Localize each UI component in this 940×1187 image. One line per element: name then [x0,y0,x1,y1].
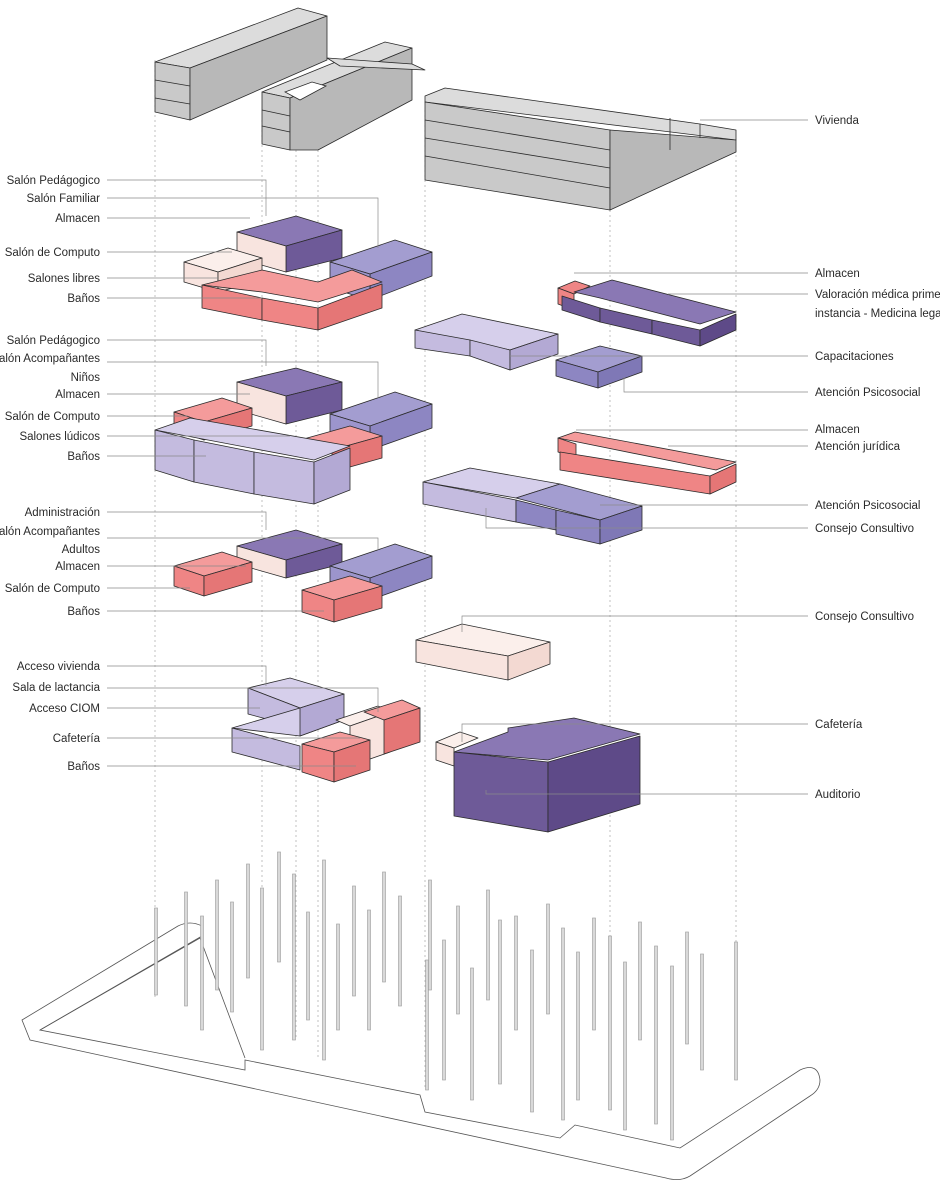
label-l2-banos: Baños [67,451,100,463]
level-1-left-blocks [183,215,433,331]
column-post [442,939,446,1081]
level-4-right-blocks [435,717,641,833]
label-r1-valoracion-line1: Valoración médica primera [815,289,940,301]
label-l4-sala-lactancia: Sala de lactancia [12,682,100,694]
column-post [322,859,326,1061]
column-post [623,961,627,1131]
label-l3-banos: Baños [67,606,100,618]
label-l1-banos: Baños [67,293,100,305]
column-post [530,949,534,1113]
label-vivienda: Vivienda [815,115,860,127]
column-post [277,851,281,963]
label-l2-salon-computo: Salón de Computo [5,411,100,423]
label-r2-almacen: Almacen [815,424,860,436]
column-post [352,885,356,997]
label-r4-auditorio: Auditorio [815,789,860,801]
column-post [246,863,250,979]
label-l2-salones-ludicos: Salones lúdicos [19,431,100,443]
column-post [486,889,490,1001]
column-post [514,915,518,1031]
label-l1-salon-pedagogico: Salón Pedágogico [7,175,100,187]
column-post [700,953,704,1071]
column-post [230,901,234,1013]
label-l4-banos: Baños [67,761,100,773]
label-l1-salones-libres: Salones libres [28,273,100,285]
level-3-left-blocks [173,529,433,623]
label-r2-atencion-juridica: Atención jurídica [815,441,901,453]
column-post [260,887,264,1051]
column-post [382,871,386,983]
label-l3-adultos: Adultos [62,544,101,556]
column-post [638,921,642,1041]
column-post [154,907,158,996]
column-post [398,895,402,1007]
label-l3-salon-acompanantes: Salón Acompañantes [0,526,100,538]
column-post [561,927,565,1121]
level-2-right-blocks [422,431,737,545]
column-post [184,891,188,1007]
column-post [425,959,429,1091]
column-post [292,873,296,1041]
label-r4-cafeteria: Cafetería [815,719,863,731]
label-l2-ninos: Niños [71,372,101,384]
label-l4-cafeteria: Cafetería [53,733,101,745]
label-l3-salon-computo: Salón de Computo [5,583,100,595]
label-l2-almacen: Almacen [55,389,100,401]
label-l3-almacen: Almacen [55,561,100,573]
column-post [608,935,612,1111]
column-post [734,941,738,1081]
level-4-left-blocks [231,677,421,783]
label-r3-consejo-consultivo: Consejo Consultivo [815,611,914,623]
column-post [456,905,460,1015]
column-post [470,967,474,1101]
label-r1-valoracion-line2: instancia - Medicina legal [815,308,940,320]
vivienda-block [154,7,737,211]
label-l2-salon-acompanantes: Salón Acompañantes [0,353,100,365]
label-r2-consejo-consultivo: Consejo Consultivo [815,523,914,535]
column-post [654,945,658,1125]
column-post [498,919,502,1085]
label-l1-salon-familiar: Salón Familiar [27,193,101,205]
label-l4-acceso-vivienda: Acceso vivienda [17,661,101,673]
label-r1-atencion-psicosocial: Atención Psicosocial [815,387,920,399]
column-post [670,965,674,1141]
column-post [200,915,204,1031]
leader-lines [107,119,808,795]
label-l2-salon-pedagogico: Salón Pedágogico [7,335,100,347]
labels: Vivienda Salón Pedágogico Salón Familiar… [0,115,940,801]
label-r1-capacitaciones: Capacitaciones [815,351,894,363]
column-post [336,923,340,1031]
column-post [215,879,219,991]
level-2-left-blocks [154,367,433,505]
column-post [367,909,371,1031]
label-l3-administracion: Administración [25,507,100,519]
label-r1-almacen: Almacen [815,268,860,280]
column-posts [154,851,738,1141]
label-r2-atencion-psicosocial: Atención Psicosocial [815,500,920,512]
column-post [306,911,310,1021]
label-l1-salon-computo: Salón de Computo [5,247,100,259]
column-post [592,917,596,1031]
label-l1-almacen: Almacen [55,213,100,225]
column-post [685,931,689,1045]
level-3-right-blocks [415,623,551,681]
level-1-right-blocks [414,279,737,389]
site-base [21,922,821,1180]
label-l4-acceso-ciom: Acceso CIOM [29,703,100,715]
column-post [428,879,432,991]
column-post [576,951,580,1101]
column-post [546,903,550,1015]
